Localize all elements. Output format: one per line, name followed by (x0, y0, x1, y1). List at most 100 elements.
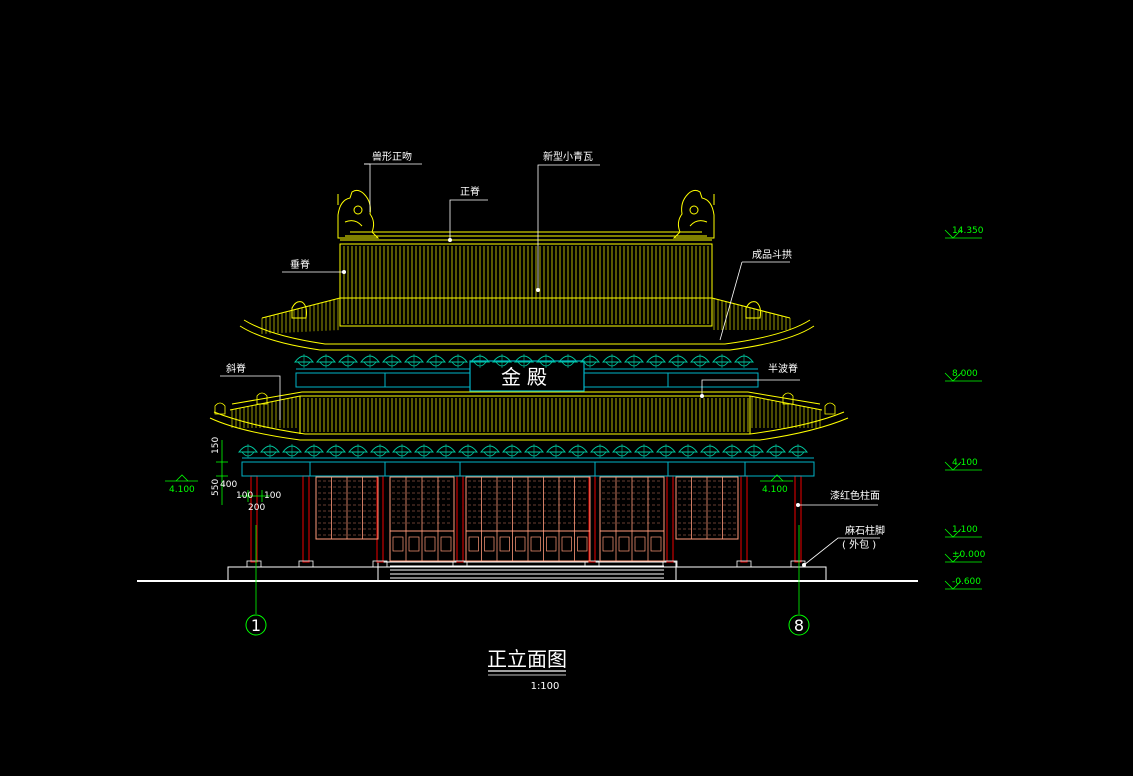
grid-axis-label-1: 1 (251, 616, 261, 635)
elevation-label: 4.100 (952, 458, 978, 468)
elevation-marker: 14.350 (944, 226, 984, 239)
column (736, 475, 752, 568)
bracket-set (259, 444, 281, 458)
bracket-set (403, 354, 425, 368)
dim-100-left: 100 (236, 491, 253, 501)
right-ridge-beast (672, 189, 715, 239)
bracket-set (293, 354, 315, 368)
dimension-lines (216, 440, 270, 505)
window-panel (675, 476, 739, 540)
bracket-set (733, 354, 755, 368)
bracket-set (677, 444, 699, 458)
upper-eave-beasts (291, 301, 761, 319)
bracket-set (359, 354, 381, 368)
elevation-marker: 4.100 (944, 458, 982, 471)
bracket-set (589, 444, 611, 458)
callout-wave-ridge: 半波脊 (768, 362, 798, 375)
bracket-set (237, 444, 259, 458)
columns (246, 475, 806, 568)
elevation-label: 8.000 (952, 369, 978, 379)
column (584, 475, 600, 568)
left-elevation-marker (165, 474, 198, 482)
bracket-set (579, 354, 601, 368)
bracket-set (601, 354, 623, 368)
inner-elevation-marker (760, 474, 793, 482)
bracket-set (557, 354, 579, 368)
bracket-set (391, 444, 413, 458)
inner-elevation-label: 4.100 (762, 485, 788, 495)
bracket-set (535, 354, 557, 368)
bracket-set (315, 354, 337, 368)
bracket-set (325, 444, 347, 458)
column (452, 475, 468, 568)
grid-axis-bubble-8 (788, 614, 810, 636)
column (790, 475, 806, 568)
bracket-set (457, 444, 479, 458)
upper-eave-tiles (261, 298, 791, 334)
dim-150: 150 (211, 437, 221, 454)
bracket-set (425, 354, 447, 368)
bracket-set (281, 444, 303, 458)
dim-200: 200 (248, 503, 265, 513)
callout-column-base-note: ( 外包 ) (842, 538, 876, 551)
bracket-set (523, 444, 545, 458)
bracket-set (787, 444, 809, 458)
bracket-set (347, 444, 369, 458)
bracket-set (337, 354, 359, 368)
bracket-set (501, 444, 523, 458)
bracket-set (513, 354, 535, 368)
bracket-set (699, 444, 721, 458)
plaque-text: 金殿 (501, 365, 553, 389)
elevation-label: 14.350 (952, 226, 984, 236)
drawing-scale: 1:100 (531, 681, 560, 692)
lattice-panels (315, 476, 739, 562)
window-panel (315, 476, 379, 540)
leader-dots (342, 238, 806, 567)
bracket-set (645, 354, 667, 368)
dim-550: 550 (211, 479, 221, 496)
platform (227, 561, 827, 582)
bracket-set (479, 444, 501, 458)
bracket-set (567, 444, 589, 458)
bracket-set (435, 444, 457, 458)
upper-roof (239, 231, 815, 351)
bracket-set (623, 354, 645, 368)
bracket-set (633, 444, 655, 458)
elevation-marker: ±0.000 (944, 550, 986, 563)
column (662, 475, 678, 568)
grid-axis-label-8: 8 (794, 616, 804, 635)
column (246, 475, 262, 568)
callout-column-face: 漆红色柱面 (830, 489, 880, 502)
upper-bracket-row (293, 354, 755, 368)
bracket-set (545, 444, 567, 458)
bracket-set (689, 354, 711, 368)
elevation-label: ±0.000 (952, 550, 986, 560)
elevation-marker: 8.000 (944, 369, 982, 382)
left-ridge-beast (337, 189, 380, 239)
elevation-marker: 1.100 (944, 525, 982, 538)
bracket-set (413, 444, 435, 458)
grid-axis-bubble-1 (245, 614, 267, 636)
callout-diagonal-ridge: 斜脊 (226, 362, 246, 375)
bracket-set (743, 444, 765, 458)
bracket-set (667, 354, 689, 368)
grid-axis-lines (255, 525, 800, 614)
bracket-set (655, 444, 677, 458)
callout-main-ridge-beast: 兽形正吻 (372, 150, 412, 163)
bracket-set (447, 354, 469, 368)
column (298, 475, 314, 568)
plaque-board (469, 360, 585, 392)
elevation-label: -0.600 (952, 577, 981, 587)
bracket-set (721, 444, 743, 458)
bracket-set (491, 354, 513, 368)
callout-hanging-ridge: 垂脊 (290, 258, 310, 271)
door-panel (599, 476, 665, 562)
bracket-set (611, 444, 633, 458)
elevation-marker: -0.600 (944, 577, 982, 590)
bracket-set (469, 354, 491, 368)
door-panel (465, 476, 591, 562)
callout-main-ridge: 正脊 (460, 185, 480, 198)
drawing-title: 正立面图 (487, 647, 567, 671)
bracket-set (711, 354, 733, 368)
